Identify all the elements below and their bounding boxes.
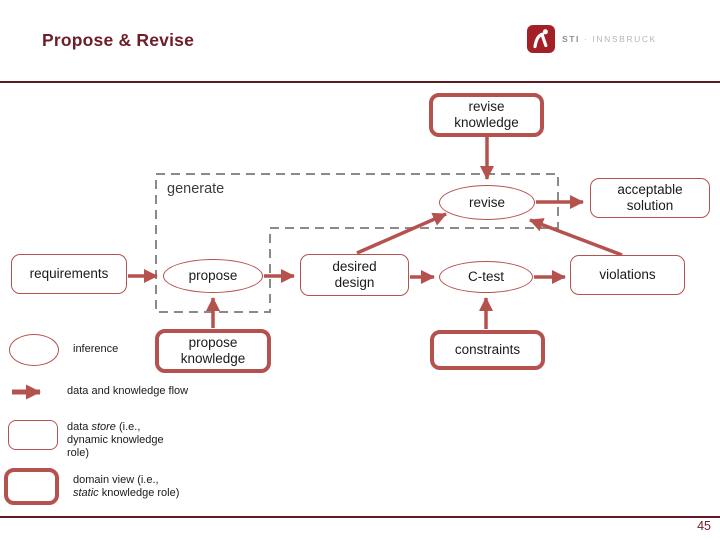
legend-domain-view-label: domain view (i.e., static knowledge role… — [73, 474, 180, 499]
sti-logo-text: STI · INNSBRUCK — [562, 34, 657, 44]
arrow-desired-design-to-revise — [356, 212, 447, 255]
generate-group-label: generate — [167, 181, 225, 197]
header-divider — [0, 81, 720, 83]
legend-flow-label: data and knowledge flow — [67, 385, 189, 397]
node-revise: revise — [439, 185, 535, 220]
legend-flow-arrow-icon — [12, 384, 41, 400]
node-propose-knowledge: propose knowledge — [155, 329, 271, 373]
node-desired-design: desired design — [300, 254, 409, 296]
arrow-violations-to-revise — [529, 218, 623, 257]
page-title: Propose & Revise — [42, 30, 195, 50]
node-violations: violations — [570, 255, 685, 295]
sti-logo: STI · INNSBRUCK — [527, 25, 657, 53]
node-acceptable-solution: acceptable solution — [590, 178, 710, 218]
footer-divider — [0, 516, 720, 518]
node-c-test: C-test — [439, 261, 533, 293]
legend-inference-label: inference — [73, 343, 119, 355]
page-number: 45 — [697, 519, 711, 533]
legend-data-store-label: data store (i.e., dynamic knowledge role… — [67, 421, 164, 459]
legend-domain-view-shape — [4, 468, 59, 505]
legend-data-store-shape — [8, 420, 58, 450]
node-constraints: constraints — [430, 330, 545, 370]
legend-inference-ellipse — [9, 334, 59, 366]
node-revise-knowledge: revise knowledge — [429, 93, 544, 137]
sti-runner-icon — [527, 25, 555, 53]
node-requirements: requirements — [11, 254, 127, 294]
node-propose: propose — [163, 259, 263, 293]
